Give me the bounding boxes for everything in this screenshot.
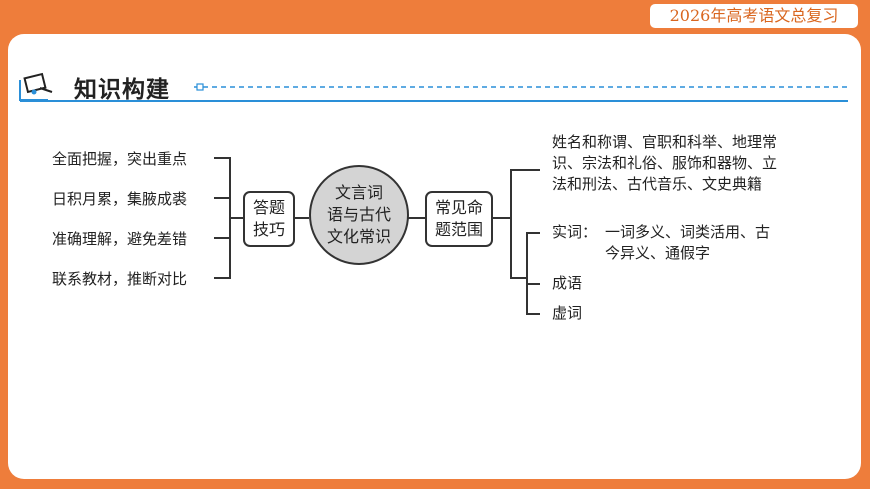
culture-knowledge-text: 姓名和称谓、官职和科举、地理常 识、宗法和礼俗、服饰和器物、立 法和刑法、古代音…: [552, 132, 777, 195]
question-scope-box: 常见命 题范围: [425, 191, 493, 247]
central-topic-line-1: 文言词: [334, 183, 383, 202]
answer-skills-line-1: 答题: [252, 198, 285, 217]
section-title: 知识构建: [74, 77, 170, 103]
question-scope-line-2: 题范围: [434, 220, 483, 239]
chengyu-item: 成语: [552, 274, 583, 292]
question-scope-line-1: 常见命: [434, 198, 483, 217]
shici-label: 实词：: [552, 223, 598, 241]
left-item-3: 准确理解，避免差错: [52, 230, 188, 248]
answer-skills-box: 答题 技巧: [243, 191, 295, 247]
central-topic: 文言词 语与古代 文化常识: [309, 165, 409, 265]
shici-text: 一词多义、词类活用、古 今异义、通假字: [605, 222, 770, 264]
left-item-1: 全面把握，突出重点: [52, 150, 188, 168]
central-topic-line-2: 语与古代: [326, 205, 391, 224]
answer-skills-line-2: 技巧: [252, 220, 285, 239]
shici-line-1: 一词多义、词类活用、古: [605, 223, 771, 241]
culture-line-2: 识、宗法和礼俗、服饰和器物、立: [552, 154, 778, 172]
content-card: [8, 34, 861, 479]
left-item-2: 日积月累，集腋成裘: [52, 190, 188, 208]
culture-line-1: 姓名和称谓、官职和科举、地理常: [552, 133, 778, 151]
central-topic-line-3: 文化常识: [326, 227, 391, 246]
culture-line-3: 法和刑法、古代音乐、文史典籍: [552, 175, 763, 193]
xuci-item: 虚词: [552, 304, 583, 322]
left-item-4: 联系教材，推断对比: [52, 270, 188, 288]
course-badge: 2026年高考语文总复习: [650, 4, 858, 28]
title-underline: [20, 83, 848, 102]
shici-line-2: 今异义、通假字: [605, 244, 711, 262]
